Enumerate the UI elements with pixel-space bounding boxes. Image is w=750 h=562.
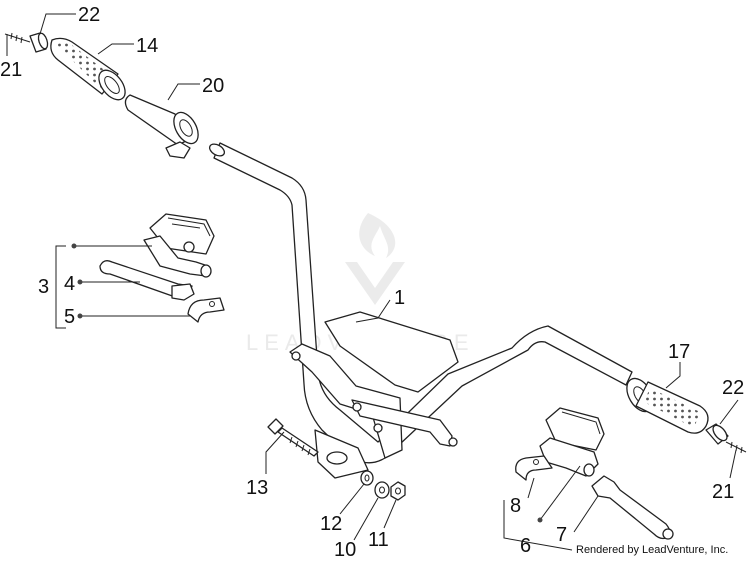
leader-lines — [6, 13, 739, 551]
callout-20: 20 — [202, 75, 224, 97]
bar-end-weight-right — [705, 423, 729, 445]
callout-3: 3 — [38, 276, 49, 298]
callout-21-right: 21 — [712, 481, 734, 503]
nut-11 — [390, 481, 406, 501]
callout-10: 10 — [334, 539, 356, 561]
bar-end-weight-left — [29, 32, 49, 53]
clamp-right — [515, 455, 553, 481]
brake-lever-left — [99, 260, 195, 301]
bolt — [267, 418, 319, 457]
clamp-left — [187, 297, 225, 323]
callout-1: 1 — [394, 287, 405, 309]
throttle-tube — [124, 94, 199, 159]
bar-end-screw-right — [725, 441, 747, 454]
callout-14: 14 — [136, 35, 158, 57]
callout-21-left: 21 — [0, 59, 22, 81]
grip-right — [626, 377, 709, 434]
handlebar-bracket — [289, 311, 459, 479]
callout-22-left: 22 — [78, 4, 100, 26]
callout-8: 8 — [510, 495, 521, 517]
callout-4: 4 — [64, 273, 75, 295]
bar-end-screw-left — [4, 32, 31, 44]
callout-22-right: 22 — [722, 377, 744, 399]
master-cylinder-right — [539, 407, 605, 477]
callout-11: 11 — [368, 529, 389, 551]
grip-left — [50, 37, 126, 101]
callout-17: 17 — [668, 341, 690, 363]
callout-7: 7 — [556, 524, 567, 546]
callout-12: 12 — [320, 513, 342, 535]
callout-5: 5 — [64, 306, 75, 328]
rendered-by-credit: Rendered by LeadVenture, Inc. — [576, 544, 728, 556]
master-cylinder-left — [143, 213, 215, 278]
washer-12 — [360, 470, 374, 486]
callout-13: 13 — [246, 477, 268, 499]
washer-10 — [374, 481, 390, 499]
callout-labels: 22 21 14 20 3 4 5 1 13 12 10 11 17 22 21… — [0, 4, 744, 561]
callout-6: 6 — [520, 535, 531, 557]
brake-lever-right — [591, 475, 674, 540]
leader-dots — [71, 243, 543, 523]
